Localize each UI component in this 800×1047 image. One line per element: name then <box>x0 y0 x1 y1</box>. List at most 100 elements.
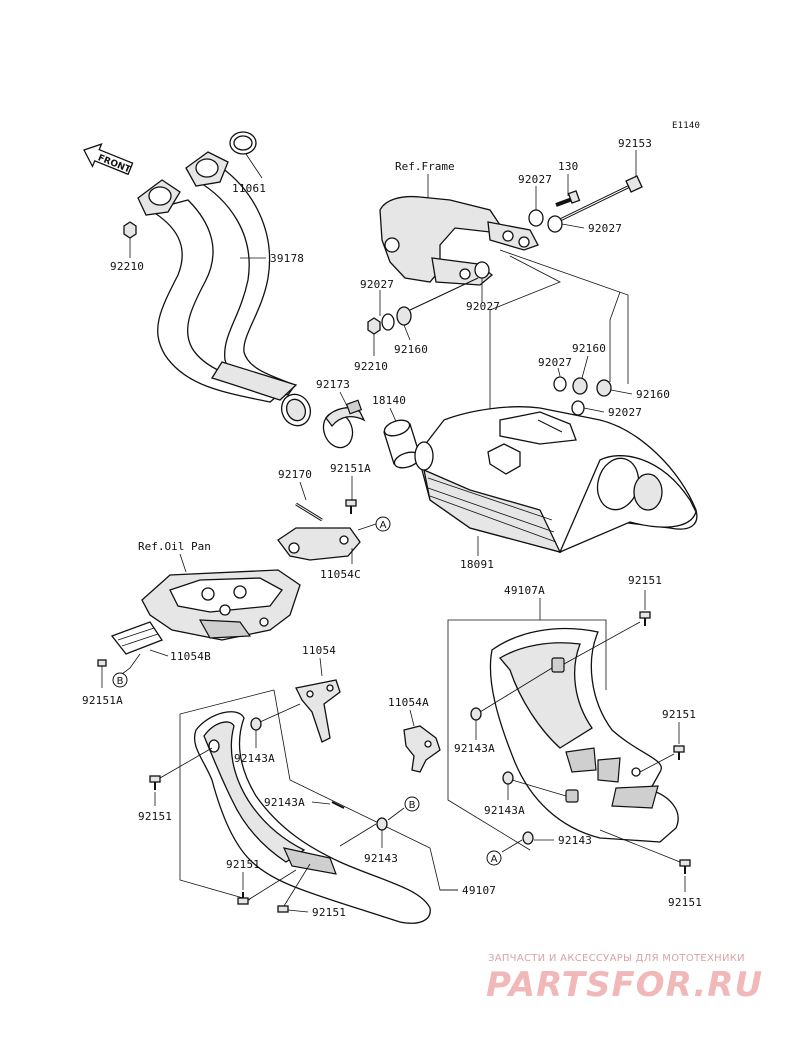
washer-92027-right <box>553 376 567 392</box>
watermark-brand: PARTSFOR.RU <box>486 965 763 1005</box>
label-49107: 49107 <box>462 884 496 897</box>
exhaust-gasket <box>229 131 263 179</box>
callout-b-left <box>112 672 128 688</box>
label-11054: 11054 <box>302 644 336 657</box>
bolt-92151-l2 <box>237 892 249 905</box>
label-18091: 18091 <box>460 558 494 571</box>
label-diagram-code: E1140 <box>672 121 700 131</box>
label-92027-a: 92027 <box>518 173 552 186</box>
callout-b-mid-label: B <box>409 800 416 811</box>
label-92160-a: 92160 <box>394 343 428 356</box>
bracket-11054B <box>110 621 163 655</box>
label-92151-r3: 92151 <box>668 896 702 909</box>
label-11054C: 11054C <box>320 568 361 581</box>
label-92143-b: 92143 <box>558 834 592 847</box>
frame-section <box>379 195 539 286</box>
label-92210-left: 92210 <box>110 260 144 273</box>
callout-b-mid <box>404 796 420 812</box>
header-flange-left <box>137 179 181 216</box>
bolt-92151-r2 <box>673 745 685 760</box>
label-11054A: 11054A <box>388 696 429 709</box>
callout-a-top-label: A <box>380 520 387 531</box>
label-11061: 11061 <box>232 182 266 195</box>
grommet-92160-b <box>572 377 588 395</box>
bracket-11054A <box>403 725 441 773</box>
grommet-92143-b <box>522 831 534 845</box>
bolt-92151-l3 <box>277 905 289 913</box>
muffler-18091 <box>414 406 698 554</box>
label-92143A-c: 92143A <box>234 752 275 765</box>
cover-vent-3 <box>611 785 659 809</box>
cover-standoff-top <box>551 657 565 673</box>
exhaust-gasket-18140 <box>383 419 421 469</box>
bolt-92151-r1 <box>639 611 651 626</box>
label-92151-l1: 92151 <box>138 810 172 823</box>
cover-vent-1 <box>565 747 597 773</box>
washer-92027-top2 <box>547 215 563 233</box>
label-92151-l2: 92151 <box>226 858 260 871</box>
grommet-92143A-a <box>470 707 482 721</box>
bolt-92151A-top <box>345 499 357 514</box>
nut-92210-left <box>123 221 137 258</box>
label-ref-frame: Ref.Frame <box>395 160 455 173</box>
label-92027-e: 92027 <box>538 356 572 369</box>
grommet-92143-a <box>376 817 388 831</box>
label-92170: 92170 <box>278 468 312 481</box>
label-92160-c: 92160 <box>636 388 670 401</box>
watermark-tagline: ЗАПЧАСТИ И АКСЕССУАРЫ ДЛЯ МОТОТЕХНИКИ <box>488 953 745 964</box>
header-flange-right <box>185 151 229 187</box>
bracket-11054C <box>277 527 361 561</box>
label-92151-r2: 92151 <box>662 708 696 721</box>
callout-a-bottom <box>486 850 502 866</box>
exhaust-clamp <box>322 399 366 449</box>
bolt-92151-r3 <box>679 859 691 874</box>
exhaust-header-pipes <box>137 151 312 427</box>
callout-a-top <box>375 516 391 532</box>
label-39178: 39178 <box>270 252 304 265</box>
label-11054B: 11054B <box>170 650 211 663</box>
bolt-92151-l1 <box>149 775 161 790</box>
grommet-92143A-b <box>502 771 514 785</box>
bracket-11054 <box>295 679 341 743</box>
label-92027-c: 92027 <box>466 300 500 313</box>
label-92143A-a: 92143A <box>454 742 495 755</box>
callout-a-bottom-label: A <box>491 854 498 865</box>
label-92173: 92173 <box>316 378 350 391</box>
band-92170 <box>295 502 323 522</box>
grommet-92160-left <box>396 306 412 326</box>
washer-92027-top <box>528 209 544 227</box>
label-92210-mid: 92210 <box>354 360 388 373</box>
heat-cover-left-49107 <box>193 711 431 924</box>
bolt-92151A-bottom <box>97 659 107 688</box>
label-92027-d: 92027 <box>360 278 394 291</box>
label-92143A-b: 92143A <box>484 804 525 817</box>
cover-standoff-bottom <box>565 789 579 803</box>
label-92153: 92153 <box>618 137 652 150</box>
grommet-92143A-c <box>250 717 262 731</box>
label-92143-a: 92143 <box>364 852 398 865</box>
callout-b-left-label: B <box>117 676 124 687</box>
label-49107A: 49107A <box>504 584 545 597</box>
heat-cover-right-49107A <box>489 627 679 843</box>
label-130: 130 <box>558 160 578 173</box>
washer-92027-mid <box>474 261 490 279</box>
label-92027-f: 92027 <box>608 406 642 419</box>
front-arrow-shape <box>83 143 134 176</box>
bolt-92153 <box>559 175 643 222</box>
nut-92210-mid <box>367 317 381 335</box>
clip-92143A-d <box>331 801 345 809</box>
label-92143A-d: 92143A <box>264 796 305 809</box>
front-arrow: FRONT <box>83 143 134 176</box>
grommet-92160-c <box>596 379 612 397</box>
label-92151-l3: 92151 <box>312 906 346 919</box>
label-ref-oil-pan: Ref.Oil Pan <box>138 540 211 553</box>
oil-pan <box>141 569 301 641</box>
label-92160-b: 92160 <box>572 342 606 355</box>
label-18140: 18140 <box>372 394 406 407</box>
label-92151A-bottom: 92151A <box>82 694 123 707</box>
cover-vent-2 <box>597 757 621 783</box>
label-92027-b: 92027 <box>588 222 622 235</box>
label-92151-r1: 92151 <box>628 574 662 587</box>
label-92151A-top: 92151A <box>330 462 371 475</box>
